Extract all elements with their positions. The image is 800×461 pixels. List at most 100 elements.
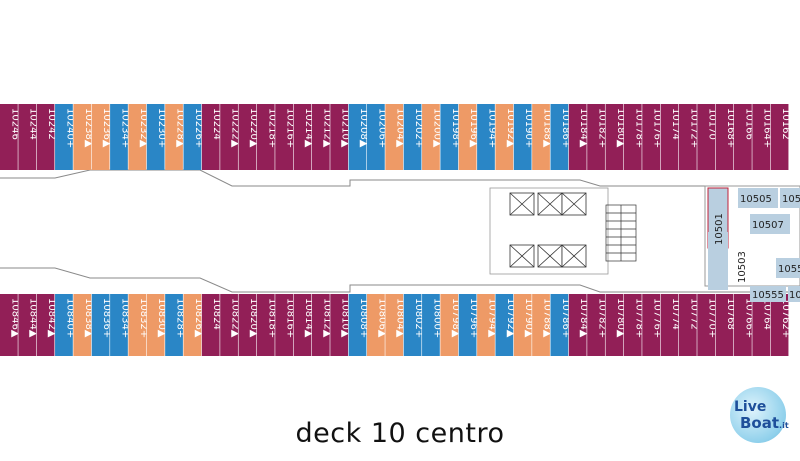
cabin-10794[interactable] [477,294,495,356]
cabin-10174[interactable] [660,104,679,170]
cabin-10812[interactable] [311,294,330,356]
cabin-label: 10808+ [358,298,369,338]
cabin-label: 10784▲ [578,298,589,338]
cabin-10170[interactable] [697,104,716,170]
cabin-10798[interactable] [440,294,459,356]
cabin-10770[interactable] [697,294,716,356]
cabin-10844[interactable] [18,294,37,356]
cabin-10838[interactable] [73,294,92,356]
cabin-10240[interactable] [55,104,73,170]
cabin-10212[interactable] [311,104,330,170]
cabin-10234[interactable] [110,104,128,170]
cabin-10776[interactable] [642,294,660,356]
cabin-10208[interactable] [348,104,367,170]
cabin-label: 10792▲ [505,298,516,338]
cabin-label: 10214▲ [303,108,314,148]
cabin-10184[interactable] [568,104,587,170]
cabin-10224[interactable] [201,104,220,170]
cabin-10808[interactable] [348,294,367,356]
cabin-10818[interactable] [256,294,275,356]
cabin-10784[interactable] [568,294,587,356]
cabin-10196[interactable] [458,104,477,170]
cabin-label: 10216+ [285,108,296,148]
cabin-10830[interactable] [146,294,165,356]
cabin-10228[interactable] [165,104,183,170]
cabin-10244[interactable] [18,104,37,170]
cabin-10222[interactable] [220,104,238,170]
cabin-10198[interactable] [440,104,459,170]
cabin-10766[interactable] [734,294,752,356]
cabin-10192[interactable] [495,104,514,170]
cabin-10216[interactable] [275,104,293,170]
cabin-10178[interactable] [623,104,642,170]
cabin-10828[interactable] [165,294,183,356]
cabin-10804[interactable] [385,294,404,356]
cabin-10162[interactable] [770,104,789,170]
cabin-10790[interactable] [513,294,532,356]
cabin-10796[interactable] [458,294,477,356]
cabin-10166[interactable] [734,104,752,170]
cabin-10246[interactable] [0,104,18,170]
cabin-10772[interactable] [678,294,697,356]
elevator-bank [489,187,609,275]
cabin-10210[interactable] [330,104,349,170]
cabin-10834[interactable] [110,294,128,356]
cabin-10842[interactable] [36,294,55,356]
cabin-10226[interactable] [183,104,202,170]
cabin-10230[interactable] [146,104,165,170]
cabin-10190[interactable] [513,104,532,170]
cabin-10814[interactable] [293,294,312,356]
cabin-10824[interactable] [201,294,220,356]
cabin-10762[interactable] [770,294,789,356]
cabin-10780[interactable] [605,294,624,356]
cabin-10768[interactable] [715,294,734,356]
cabin-10764[interactable] [752,294,771,356]
cabin-10792[interactable] [495,294,514,356]
cabin-10802[interactable] [403,294,422,356]
cabin-10786[interactable] [550,294,569,356]
cabin-label: 10218+ [266,108,277,148]
cabin-10194[interactable] [477,104,495,170]
cabin-label: 10776+ [652,298,663,338]
cabin-10204[interactable] [385,104,404,170]
cabin-10782[interactable] [587,294,605,356]
cabin-label: 10174 [670,108,681,140]
cabin-10180[interactable] [605,104,624,170]
cabin-10236[interactable] [91,104,110,170]
cabin-10238[interactable] [73,104,92,170]
cabin-10202[interactable] [403,104,422,170]
cabin-10220[interactable] [238,104,257,170]
cabin-10846[interactable] [0,294,18,356]
cabin-10176[interactable] [642,104,660,170]
cabin-10826[interactable] [183,294,202,356]
cabin-10832[interactable] [128,294,147,356]
cabin-10200[interactable] [422,104,440,170]
cabin-10806[interactable] [367,294,385,356]
cabin-10172[interactable] [678,104,697,170]
cabin-label: 10794▲ [486,298,497,338]
cabin-10242[interactable] [36,104,55,170]
cabin-10800[interactable] [422,294,440,356]
cabin-10836[interactable] [91,294,110,356]
cabin-10774[interactable] [660,294,679,356]
cabin-label: 10780▲ [615,298,626,338]
cabin-10816[interactable] [275,294,293,356]
cabin-10214[interactable] [293,104,312,170]
cabin-10182[interactable] [587,104,605,170]
cabin-10206[interactable] [367,104,385,170]
cabin-10822[interactable] [220,294,238,356]
cabin-10188[interactable] [532,104,550,170]
cabin-10820[interactable] [238,294,257,356]
cabin-10232[interactable] [128,104,147,170]
cabin-10778[interactable] [623,294,642,356]
cabin-label: 10180▲ [615,108,626,148]
cabin-10788[interactable] [532,294,550,356]
cabin-10168[interactable] [715,104,734,170]
cabin-10164[interactable] [752,104,771,170]
suite-partial-1: 1050 [782,194,800,205]
cabin-10186[interactable] [550,104,569,170]
cabin-10218[interactable] [256,104,275,170]
cabin-10810[interactable] [330,294,349,356]
cabin-10840[interactable] [55,294,73,356]
